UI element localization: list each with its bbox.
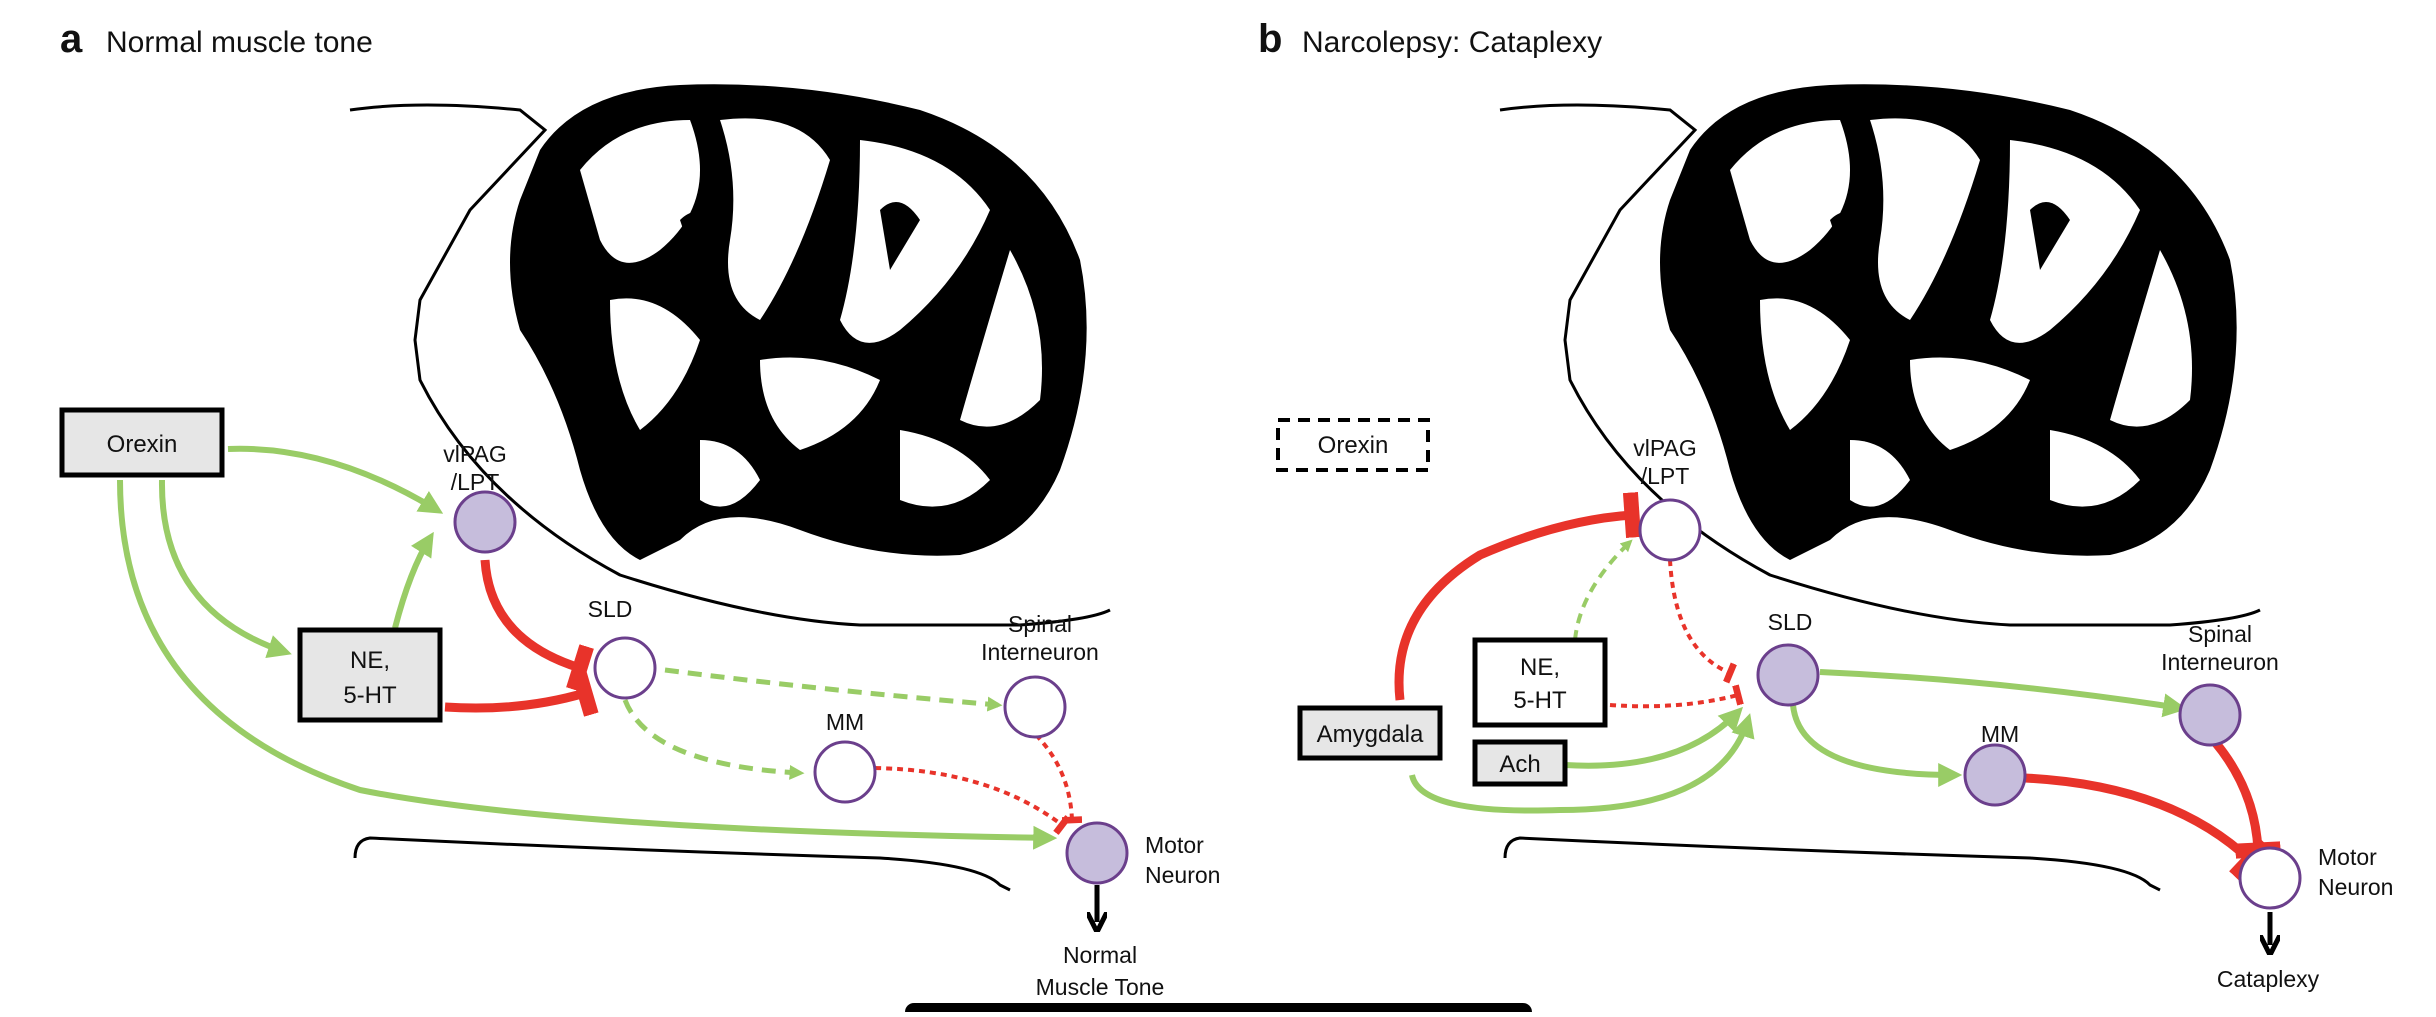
orexin-box: Orexin [59, 407, 225, 478]
vlpag-label-1: vlPAG [443, 441, 506, 467]
mm-label: MM [826, 709, 864, 735]
vlpag-inhibits-sld [480, 559, 594, 692]
panel-a-title: Normal muscle tone [106, 26, 373, 59]
svg-text:5-HT: 5-HT [1513, 687, 1567, 714]
mm-inhibits-motor [2024, 773, 2271, 882]
mm-neuron-b [1963, 743, 2027, 807]
motor-label-1: Motor [1145, 832, 1204, 858]
amygdala-inhibits-vlpag [1394, 492, 1642, 701]
spinal-inhibits-motor [2211, 739, 2281, 859]
svg-text:NE,: NE, [1520, 654, 1560, 681]
cerebellum-drawing [510, 84, 1087, 561]
vlpag-label-b-2: /LPT [1641, 463, 1690, 489]
orexin-to-ne-arrow [158, 479, 292, 659]
sld-to-spinal-dashed [664, 667, 1003, 712]
svg-text:Orexin: Orexin [1318, 432, 1389, 459]
spinal-label-b-2: Interneuron [2161, 649, 2279, 675]
svg-text:Orexin: Orexin [107, 431, 178, 458]
svg-text:Amygdala: Amygdala [1317, 721, 1424, 748]
orexin-to-motor-arrow [117, 479, 1058, 850]
panel-a-letter: a [60, 17, 83, 61]
outcome-label-2: Muscle Tone [1036, 974, 1165, 1000]
svg-text:Ach: Ach [1499, 751, 1540, 778]
ach-to-sld-arrow [1564, 706, 1744, 769]
motor-label-2: Neuron [1145, 862, 1220, 888]
spinal-inhibits-motor-dotted [1034, 733, 1083, 824]
sld-to-mm-arrow [1790, 704, 1963, 787]
panel-b-letter: b [1258, 17, 1282, 61]
panel-b: b Narcolepsy: Cataplexy [1258, 17, 2393, 992]
vlpag-neuron [453, 490, 517, 554]
motor-label-b-2: Neuron [2318, 874, 2393, 900]
spinal-interneuron-b [2178, 683, 2242, 747]
brainstem-outline-bottom [353, 836, 1011, 892]
ne-inhibits-sld-dotted [1609, 684, 1744, 709]
vlpag-inhibits-sld-dotted [1668, 559, 1737, 684]
motor-label-b-1: Motor [2318, 844, 2377, 870]
mm-label-b: MM [1981, 721, 2019, 747]
sld-neuron [593, 636, 657, 700]
mm-inhibits-motor-dotted [874, 766, 1071, 835]
spinal-label-b-1: Spinal [2188, 621, 2252, 647]
spinal-label-1: Spinal [1008, 611, 1072, 637]
vlpag-label-2: /LPT [451, 469, 500, 495]
vlpag-neuron-b [1638, 498, 1702, 562]
ne-5ht-box-b: NE, 5-HT [1472, 637, 1608, 728]
panel-b-title: Narcolepsy: Cataplexy [1302, 26, 1602, 59]
vlpag-label-b-1: vlPAG [1633, 435, 1696, 461]
cerebellum-drawing-b [1660, 84, 2237, 561]
orexin-box-dashed: Orexin [1276, 418, 1430, 472]
ne-5ht-box: NE, 5-HT [297, 627, 443, 723]
motor-neuron [1065, 821, 1129, 885]
brainstem-outline-bottom-b [1503, 836, 2161, 892]
sld-neuron-b [1756, 643, 1820, 707]
brainstem-outline-top-b [1499, 103, 2261, 627]
motor-neuron-b [2238, 846, 2302, 910]
brainstem-outline-top [349, 103, 1111, 627]
amygdala-to-sld-arrow [1409, 713, 1755, 814]
sld-to-spinal-arrow [1819, 669, 2188, 718]
sld-label-b: SLD [1768, 609, 1813, 635]
ne-to-vlpag-dashed [1573, 539, 1633, 641]
sld-to-mm-dashed [622, 699, 805, 780]
ach-box: Ach [1472, 739, 1568, 787]
ne-inhibits-sld [444, 669, 599, 717]
svg-text:NE,: NE, [350, 647, 390, 674]
spinal-interneuron [1003, 675, 1067, 739]
amygdala-box: Amygdala [1297, 705, 1443, 761]
ne-to-vlpag-arrow [392, 531, 434, 629]
orexin-to-vlpag-arrow [227, 445, 444, 514]
outcome-label-b: Cataplexy [2217, 966, 2320, 992]
mm-neuron [813, 740, 877, 804]
panel-a: a Normal muscle tone [59, 17, 1220, 1000]
svg-text:5-HT: 5-HT [343, 682, 397, 709]
outcome-label-1: Normal [1063, 942, 1137, 968]
sld-label: SLD [588, 596, 633, 622]
bottom-bar [905, 1003, 1532, 1012]
spinal-label-2: Interneuron [981, 639, 1099, 665]
